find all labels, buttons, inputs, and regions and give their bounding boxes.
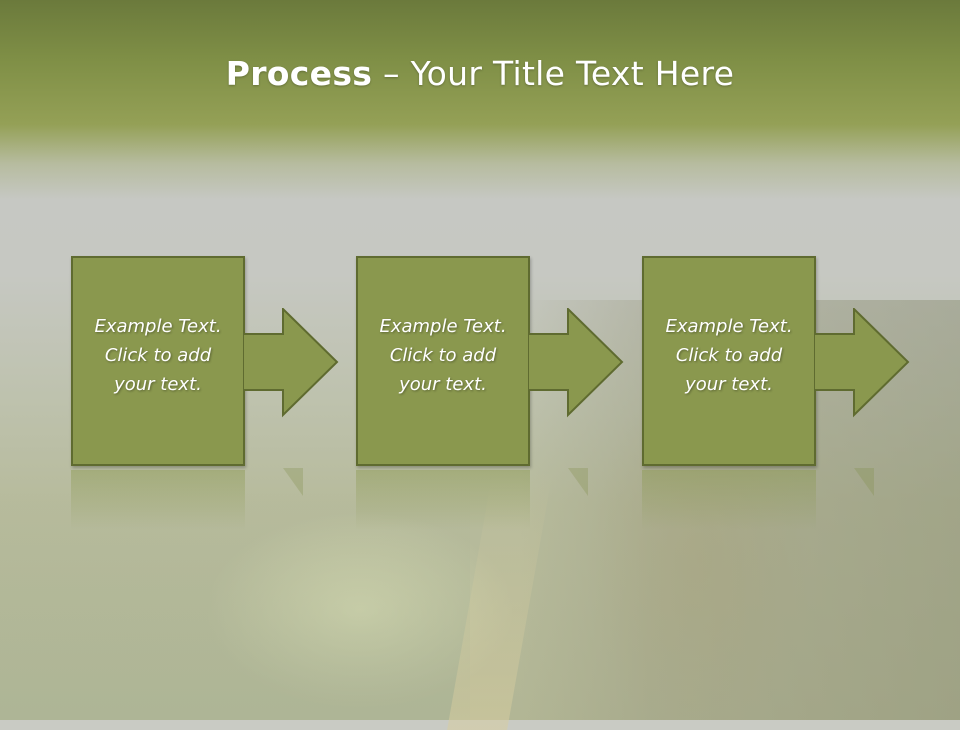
process-step-1[interactable]: Example Text. Click to add your text. (71, 256, 341, 468)
step-box[interactable]: Example Text. Click to add your text. (356, 256, 530, 466)
step-reflection (642, 470, 816, 530)
header-band (0, 0, 960, 200)
step-box[interactable]: Example Text. Click to add your text. (642, 256, 816, 466)
step-reflection (356, 470, 530, 530)
arrow-reflection (283, 468, 303, 496)
slide-title[interactable]: Process – Your Title Text Here (0, 54, 960, 93)
process-step-3[interactable]: Example Text. Click to add your text. (642, 256, 912, 468)
step-text[interactable]: Example Text. Click to add your text. (665, 316, 793, 395)
step-text[interactable]: Example Text. Click to add your text. (379, 316, 507, 395)
process-step-2[interactable]: Example Text. Click to add your text. (356, 256, 626, 468)
step-text[interactable]: Example Text. Click to add your text. (94, 316, 222, 395)
step-box[interactable]: Example Text. Click to add your text. (71, 256, 245, 466)
title-bold-part: Process (225, 54, 373, 93)
arrow-right-icon (528, 308, 624, 418)
arrow-right-icon (814, 308, 910, 418)
arrow-right-icon (243, 308, 339, 418)
title-rest-part: – Your Title Text Here (372, 54, 735, 93)
arrow-reflection (854, 468, 874, 496)
step-reflection (71, 470, 245, 530)
background-beach (0, 480, 470, 720)
arrow-reflection (568, 468, 588, 496)
